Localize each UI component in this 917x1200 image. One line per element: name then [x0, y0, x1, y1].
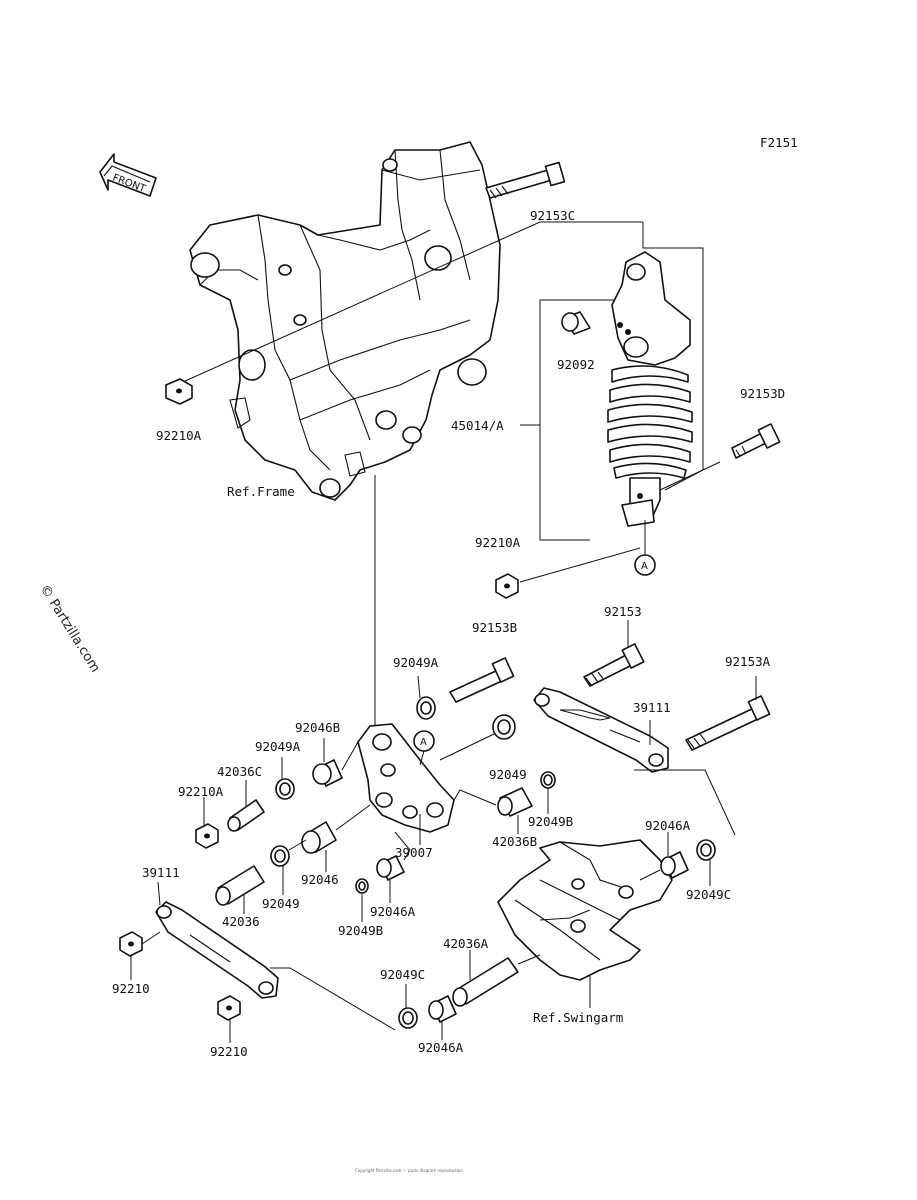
nut-92210A-left — [195, 823, 219, 849]
bushing-92046B — [312, 759, 343, 787]
washer-92049A-top — [416, 696, 436, 720]
bolt-92153B — [449, 657, 515, 703]
sleeve-42036 — [215, 865, 265, 906]
label-92049C-bottom: 92049C — [380, 967, 425, 982]
label-92153: 92153 — [604, 604, 642, 619]
figure-code: F2151 — [760, 135, 798, 150]
bolt-92153D — [731, 423, 781, 459]
callout-a-top-text: A — [641, 561, 648, 572]
label-92092: 92092 — [557, 357, 595, 372]
label-92210-b: 92210 — [210, 1044, 248, 1059]
label-92049C-right: 92049C — [686, 887, 731, 902]
washer-92049A-left — [275, 778, 295, 800]
label-92049B-right: 92049B — [528, 814, 573, 829]
front-arrow-icon: FRONT — [99, 153, 157, 197]
label-92049A-top: 92049A — [393, 655, 439, 670]
label-45014A: 45014/A — [451, 418, 504, 433]
shock-absorber — [607, 251, 693, 527]
label-92046A-mid: 92046A — [370, 904, 416, 919]
rocker-arm-39007 — [357, 723, 455, 833]
washer-92049B-right — [540, 771, 556, 789]
label-39111-left: 39111 — [142, 865, 180, 880]
sleeve-42036B — [497, 787, 533, 817]
label-92153A: 92153A — [725, 654, 771, 669]
nut-92210-b — [217, 995, 241, 1021]
sleeve-42036A — [452, 957, 519, 1007]
bolt-92153C — [485, 161, 566, 199]
bushing-92046A-bottom — [428, 995, 457, 1023]
nut-92210-a — [119, 931, 143, 957]
label-39007: 39007 — [395, 845, 433, 860]
label-92046A-bottom: 92046A — [418, 1040, 464, 1055]
swingarm-drawing — [497, 839, 673, 981]
ref-frame-label: Ref.Frame — [227, 484, 295, 499]
label-92210-a: 92210 — [112, 981, 150, 996]
label-92046B: 92046B — [295, 720, 340, 735]
label-92049A-left: 92049A — [255, 739, 301, 754]
label-42036C: 42036C — [217, 764, 262, 779]
washer-92049-mid — [270, 845, 290, 867]
label-92046A-right: 92046A — [645, 818, 691, 833]
label-92153B: 92153B — [472, 620, 517, 635]
label-42036: 42036 — [222, 914, 260, 929]
bushing-92046 — [301, 821, 337, 854]
washer-92049C-bottom — [398, 1007, 418, 1029]
sleeve-42036C — [227, 799, 265, 832]
label-92153C: 92153C — [530, 208, 575, 223]
bushing-92046A-mid — [376, 855, 405, 881]
tie-rod-39111-right — [533, 687, 669, 773]
nut-92210A-mid — [495, 573, 519, 599]
footer-copyright: Copyright Partzilla.com — parts diagram … — [355, 1168, 463, 1173]
washer-92049B-mid — [355, 878, 369, 894]
bolt-92153A — [685, 695, 771, 751]
label-92210A-left: 92210A — [178, 784, 224, 799]
label-92046: 92046 — [301, 872, 339, 887]
label-42036A: 42036A — [443, 936, 489, 951]
tie-rod-39111-left — [155, 901, 279, 999]
label-92210A-top: 92210A — [156, 428, 202, 443]
label-39111-right: 39111 — [633, 700, 671, 715]
watermark: © Partzilla.com — [37, 582, 103, 675]
bushing-right — [492, 714, 516, 740]
label-92049-mid: 92049 — [262, 896, 300, 911]
washer-92049C-right — [696, 839, 716, 861]
ref-swingarm-label: Ref.Swingarm — [533, 1010, 623, 1025]
label-92210A-mid: 92210A — [475, 535, 521, 550]
bolt-92153 — [583, 643, 645, 687]
label-42036B: 42036B — [492, 834, 537, 849]
nut-92210A-top — [165, 378, 193, 405]
callout-a-top — [634, 554, 656, 576]
bushing-92046A-right — [660, 851, 689, 879]
callout-a-mid-text: A — [420, 737, 427, 748]
label-92153D: 92153D — [740, 386, 785, 401]
label-92049-right: 92049 — [489, 767, 527, 782]
label-92049B-mid: 92049B — [338, 923, 383, 938]
collar-92092 — [561, 311, 591, 335]
frame-drawing — [189, 141, 501, 501]
